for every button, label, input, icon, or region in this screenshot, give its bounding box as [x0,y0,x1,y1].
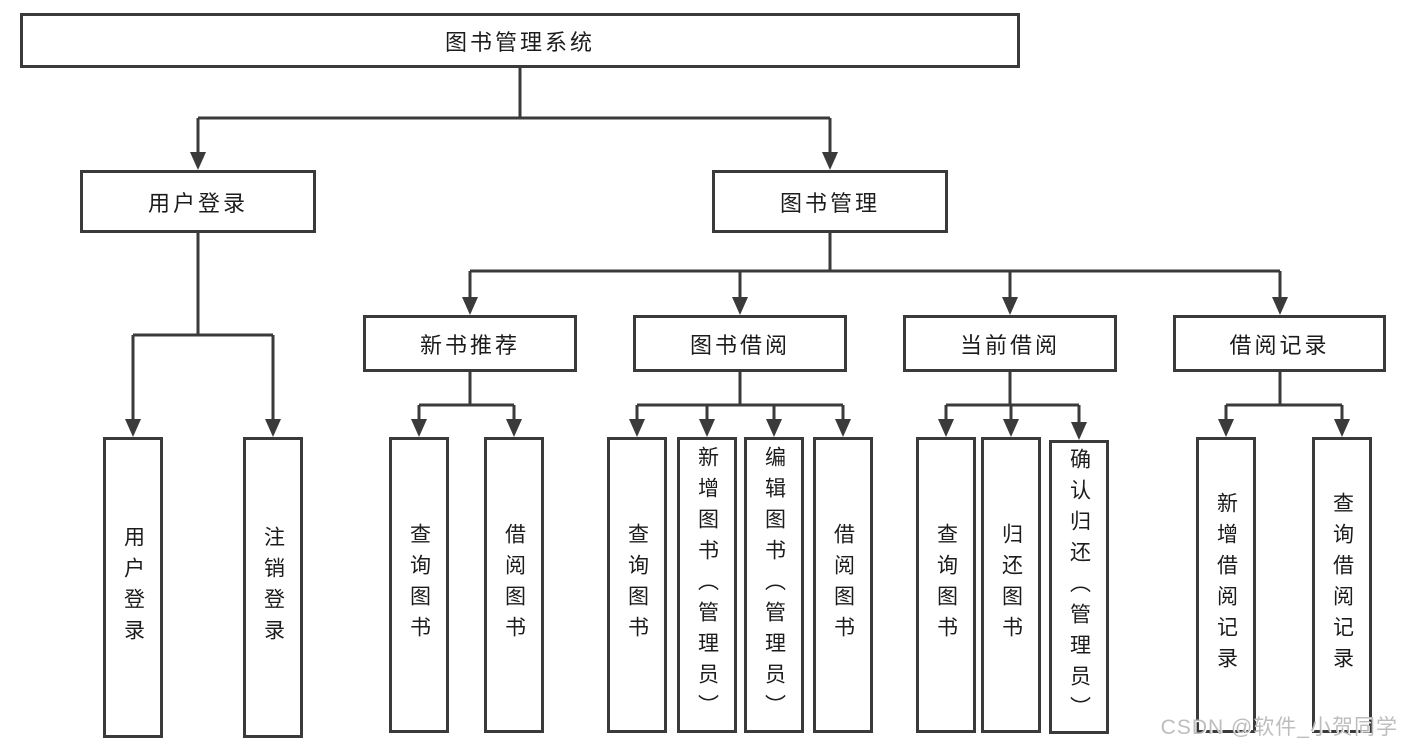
node-label: 用户登录 [121,525,146,650]
connector-book-borrowing-to-leaves [629,372,851,437]
node-library-management-system: 图书管理系统 [20,13,1020,68]
node-leaf-query-books-recommend: 查询图书 [389,437,449,733]
node-leaf-confirm-return-admin: 确认归还（管理员） [1049,440,1109,734]
connector-borrowing-records-to-leaves [1218,372,1350,437]
node-borrowing-records: 借阅记录 [1173,315,1386,372]
node-leaf-borrow-books-recommend: 借阅图书 [484,437,544,733]
node-leaf-query-books-current: 查询图书 [916,437,976,733]
node-label: 查询图书 [407,523,432,647]
node-label: 图书借阅 [689,332,790,358]
connector-user-login-to-leaves [125,233,281,437]
node-leaf-return-books: 归还图书 [981,437,1041,733]
node-new-book-recommendation: 新书推荐 [363,315,577,372]
arrowhead [699,419,715,437]
arrowhead [938,419,954,437]
arrowhead [506,419,522,437]
arrowhead [1071,422,1087,440]
arrowhead [732,297,748,315]
arrowhead [190,152,206,170]
arrowhead [835,419,851,437]
node-label: 借阅记录 [1229,332,1330,358]
node-user-login-group: 用户登录 [80,170,316,233]
node-leaf-edit-books-admin: 编辑图书（管理员） [744,437,804,733]
node-label: 新增图书（管理员） [695,445,720,725]
node-label: 图书管理系统 [444,29,595,55]
arrowhead [1272,297,1288,315]
node-label: 图书管理 [779,190,880,216]
node-label: 查询借阅记录 [1330,492,1355,678]
node-leaf-add-books-admin: 新增图书（管理员） [677,437,737,733]
arrowhead [766,419,782,437]
node-leaf-logout: 注销登录 [243,437,303,738]
arrowhead [411,419,427,437]
connector-new-book-recommendation-to-leaves [411,372,522,437]
node-leaf-query-borrow-record: 查询借阅记录 [1312,437,1372,733]
node-current-borrowing: 当前借阅 [903,315,1117,372]
connector-root-to-level2 [190,68,838,170]
node-label: 确认归还（管理员） [1067,447,1092,727]
arrowhead [1218,419,1234,437]
node-label: 新书推荐 [419,332,520,358]
arrowhead [1002,297,1018,315]
connector-book-management-to-level3 [462,233,1288,315]
node-label: 查询图书 [625,523,650,647]
arrowhead [125,419,141,437]
connector-current-borrowing-to-leaves [938,372,1087,440]
node-leaf-query-books-borrow: 查询图书 [607,437,667,733]
node-book-management-group: 图书管理 [712,170,948,233]
node-leaf-borrow-books-borrow: 借阅图书 [813,437,873,733]
node-label: 注销登录 [261,525,286,650]
node-leaf-user-login: 用户登录 [103,437,163,738]
node-label: 当前借阅 [959,332,1060,358]
node-label: 归还图书 [999,523,1024,647]
arrowhead [629,419,645,437]
arrowhead [462,297,478,315]
watermark: CSDN @软件_小贺同学 [1160,716,1398,739]
arrowhead [265,419,281,437]
arrowhead [1003,419,1019,437]
node-book-borrowing: 图书借阅 [633,315,847,372]
arrowhead [1334,419,1350,437]
node-label: 借阅图书 [831,523,856,647]
node-label: 编辑图书（管理员） [762,445,787,725]
arrowhead [822,152,838,170]
node-label: 用户登录 [147,190,248,216]
node-label: 新增借阅记录 [1214,492,1239,678]
node-leaf-add-borrow-record: 新增借阅记录 [1196,437,1256,733]
node-label: 借阅图书 [502,523,527,647]
node-label: 查询图书 [934,523,959,647]
